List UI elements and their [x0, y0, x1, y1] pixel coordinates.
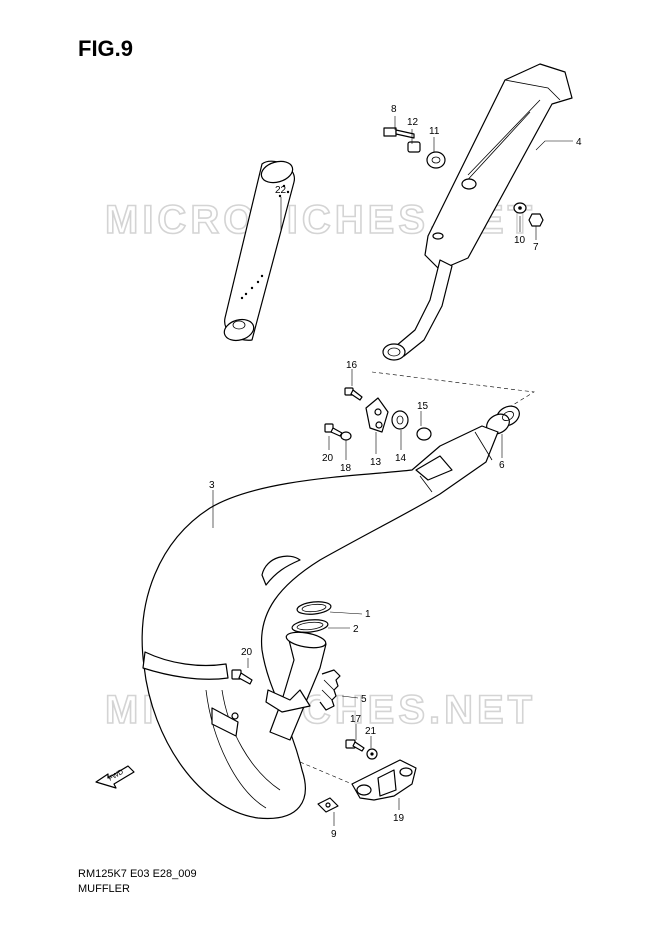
callout-20-lower: 20: [241, 647, 253, 658]
collar-part-12: [407, 141, 421, 153]
figure-title: FIG.9: [78, 36, 134, 61]
silencer-part-4: [382, 63, 573, 361]
nut-part-7: [528, 213, 544, 227]
callout-11: 11: [429, 126, 440, 137]
clip-part-9: [317, 797, 339, 813]
callout-12: 12: [407, 117, 419, 128]
callout-4: 4: [576, 137, 582, 148]
figure-name: MUFFLER: [78, 883, 130, 895]
mount-line: [299, 761, 353, 785]
bracket-part-13: [365, 397, 389, 433]
connector-part-6: [486, 405, 520, 435]
callout-18: 18: [340, 463, 352, 474]
callout-20-upper: 20: [322, 453, 334, 464]
bolt-part-20-lower: [231, 669, 253, 685]
callout-7: 7: [533, 242, 539, 253]
callout-3: 3: [209, 480, 215, 491]
callout-9: 9: [331, 829, 337, 840]
bolt-part-20-upper: [324, 423, 343, 437]
callout-10: 10: [514, 235, 526, 246]
callout-8: 8: [391, 104, 397, 115]
callout-16: 16: [346, 360, 358, 371]
cushion-part-11: [426, 151, 446, 169]
leader-lines: [212, 116, 573, 826]
callout-1: 1: [365, 609, 371, 620]
gasket-part-2: [291, 619, 329, 633]
callout-21: 21: [365, 726, 377, 737]
bolt-part-8: [383, 127, 415, 139]
callout-19: 19: [393, 813, 405, 824]
callout-15: 15: [417, 401, 429, 412]
washer-part-18: [340, 431, 352, 441]
cushion-part-14: [391, 410, 409, 430]
callout-14: 14: [395, 453, 407, 464]
callout-5: 5: [361, 694, 367, 705]
collar-part-15: [416, 427, 432, 441]
callout-6: 6: [499, 460, 505, 471]
callout-2: 2: [353, 624, 359, 635]
callout-13: 13: [370, 457, 382, 468]
callout-labels: 8 12 11 4 22 10 7 16 15 6 20 18 13 14 3 …: [209, 104, 582, 840]
expansion-chamber-part-3: [141, 425, 499, 820]
bolt-part-16: [344, 387, 363, 401]
header-pipe: [265, 631, 327, 741]
connection-line: [371, 371, 535, 409]
washer-part-10: [513, 202, 527, 214]
gasket-part-1: [296, 601, 332, 615]
callout-22: 22: [275, 185, 287, 196]
bolt-part-17: [345, 739, 365, 752]
callout-17: 17: [350, 714, 362, 725]
figure-code: RM125K7 E03 E28_009: [78, 868, 197, 880]
fwd-arrow-icon: FWD: [95, 765, 135, 789]
bracket-part-19: [351, 759, 417, 801]
washer-part-21: [366, 748, 378, 760]
heat-shield-part-22: [223, 160, 295, 342]
spring-part-5: [319, 669, 341, 711]
